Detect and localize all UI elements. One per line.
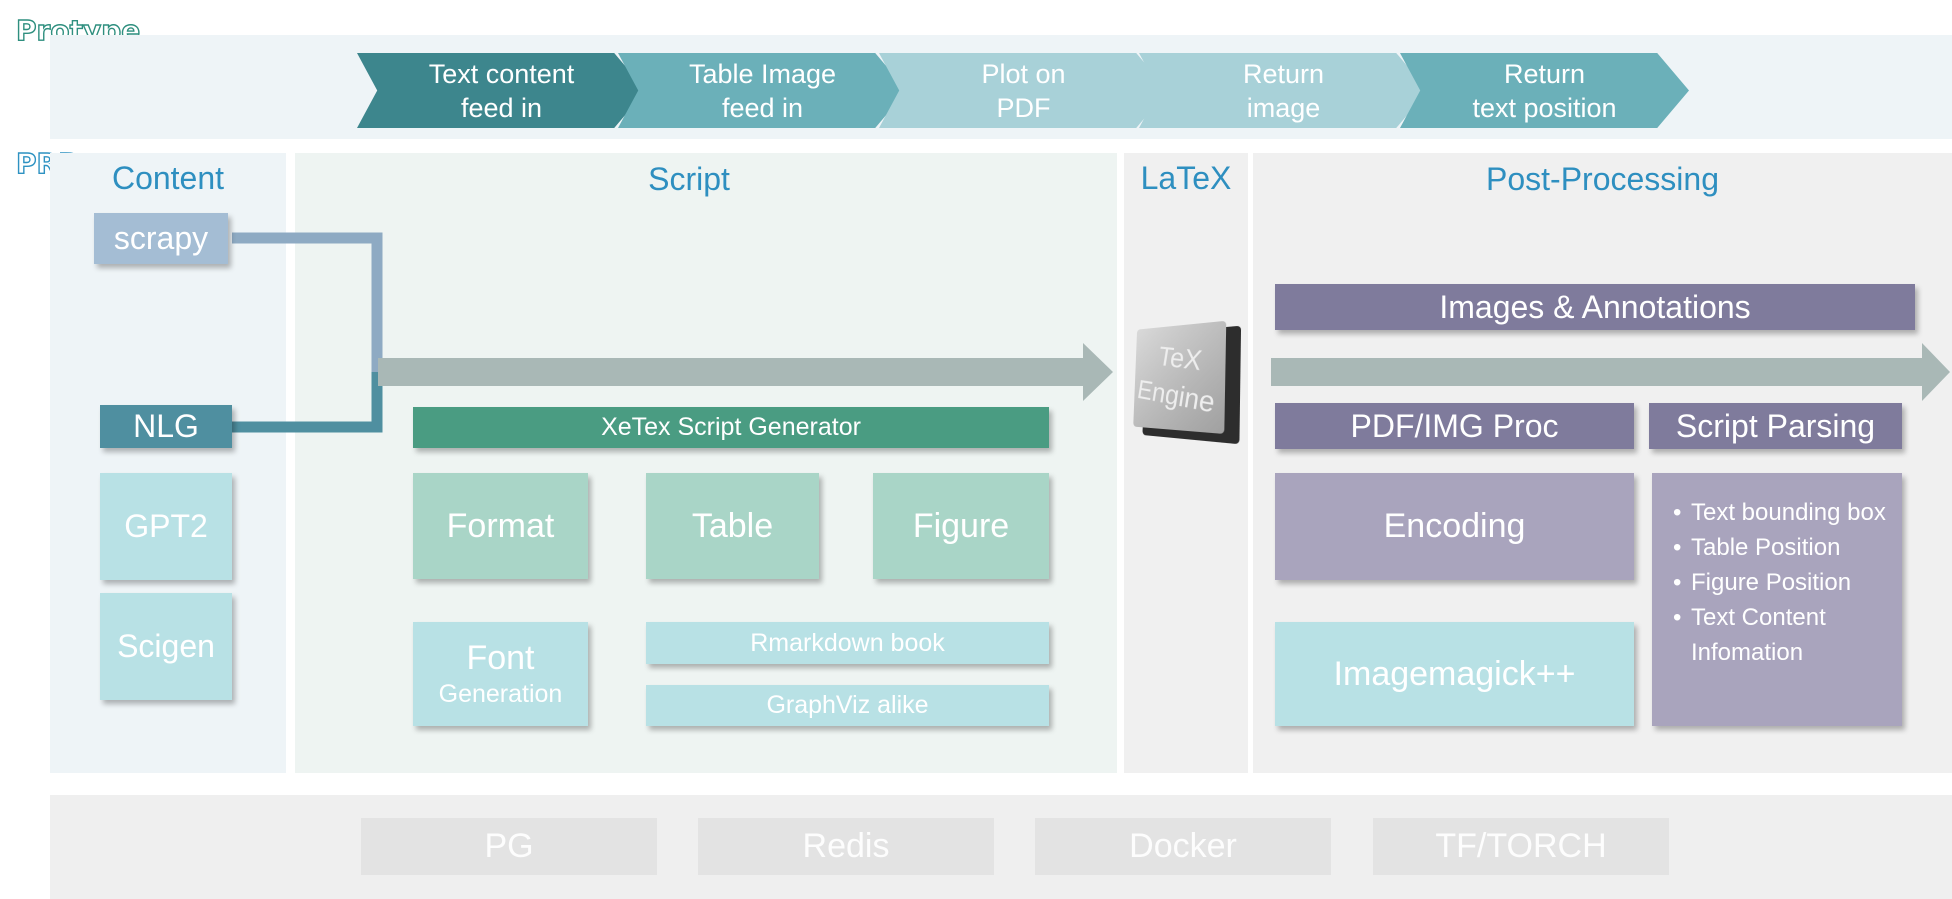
- pipeline-step-label: Table Image feed in: [688, 58, 837, 123]
- font-generation-box: Font Generation: [413, 622, 588, 726]
- scrapy-box: scrapy: [94, 213, 228, 264]
- parsing-item: Text bounding box: [1673, 495, 1890, 530]
- format-box: Format: [413, 473, 588, 579]
- parsing-item-list: Text bounding box Table Position Figure …: [1673, 495, 1890, 670]
- parsing-item: Figure Position: [1673, 565, 1890, 600]
- pipeline-step-table-image: Table Image feed in: [618, 53, 907, 128]
- infra-docker: Docker: [1035, 818, 1331, 875]
- generation-label: Generation: [438, 680, 563, 708]
- pipeline-step-return-text-position: Return text position: [1400, 53, 1689, 128]
- parsing-item: Table Position: [1673, 530, 1890, 565]
- gpt2-box: GPT2: [100, 473, 232, 580]
- infra-tf-torch: TF/TORCH: [1373, 818, 1669, 875]
- pipeline-step-label: Text content feed in: [428, 58, 575, 123]
- figure-box: Figure: [873, 473, 1049, 579]
- imagemagick-box: Imagemagick++: [1275, 622, 1634, 726]
- parsing-item: Text Content Infomation: [1673, 600, 1890, 670]
- nlg-box: NLG: [100, 405, 232, 448]
- pipeline-step-label: Plot on PDF: [981, 58, 1066, 123]
- rmarkdown-book-box: Rmarkdown book: [646, 622, 1049, 664]
- xetex-script-generator: XeTex Script Generator: [413, 407, 1049, 448]
- pipeline-step-label: Return text position: [1472, 58, 1617, 123]
- script-parsing-box: Script Parsing: [1649, 403, 1902, 449]
- latex-section: [1124, 153, 1248, 773]
- scigen-box: Scigen: [100, 593, 232, 700]
- pipeline-step-text-content: Text content feed in: [357, 53, 646, 128]
- table-box: Table: [646, 473, 819, 579]
- pipeline-step-plot-pdf: Plot on PDF: [879, 53, 1168, 128]
- pdf-img-proc-box: PDF/IMG Proc: [1275, 403, 1634, 449]
- pipeline-step-label: Return image: [1242, 58, 1325, 123]
- post-processing-title: Post-Processing: [1486, 161, 1719, 197]
- tex-engine-key: TeX Engine: [1133, 319, 1242, 448]
- encoding-box: Encoding: [1275, 473, 1634, 580]
- content-title: Content: [111, 160, 225, 196]
- graphviz-alike-box: GraphViz alike: [646, 685, 1049, 726]
- images-annotations-box: Images & Annotations: [1275, 284, 1915, 330]
- font-label: Font: [466, 639, 535, 677]
- tex-engine-key-face: TeX Engine: [1133, 320, 1227, 434]
- tex-engine-label: TeX Engine: [1135, 341, 1218, 419]
- script-title: Script: [648, 161, 730, 197]
- script-parsing-details: Text bounding box Table Position Figure …: [1652, 473, 1902, 726]
- infra-pg: PG: [361, 818, 657, 875]
- latex-title: LaTeX: [1140, 160, 1232, 196]
- pipeline-step-return-image: Return image: [1139, 53, 1428, 128]
- infra-redis: Redis: [698, 818, 994, 875]
